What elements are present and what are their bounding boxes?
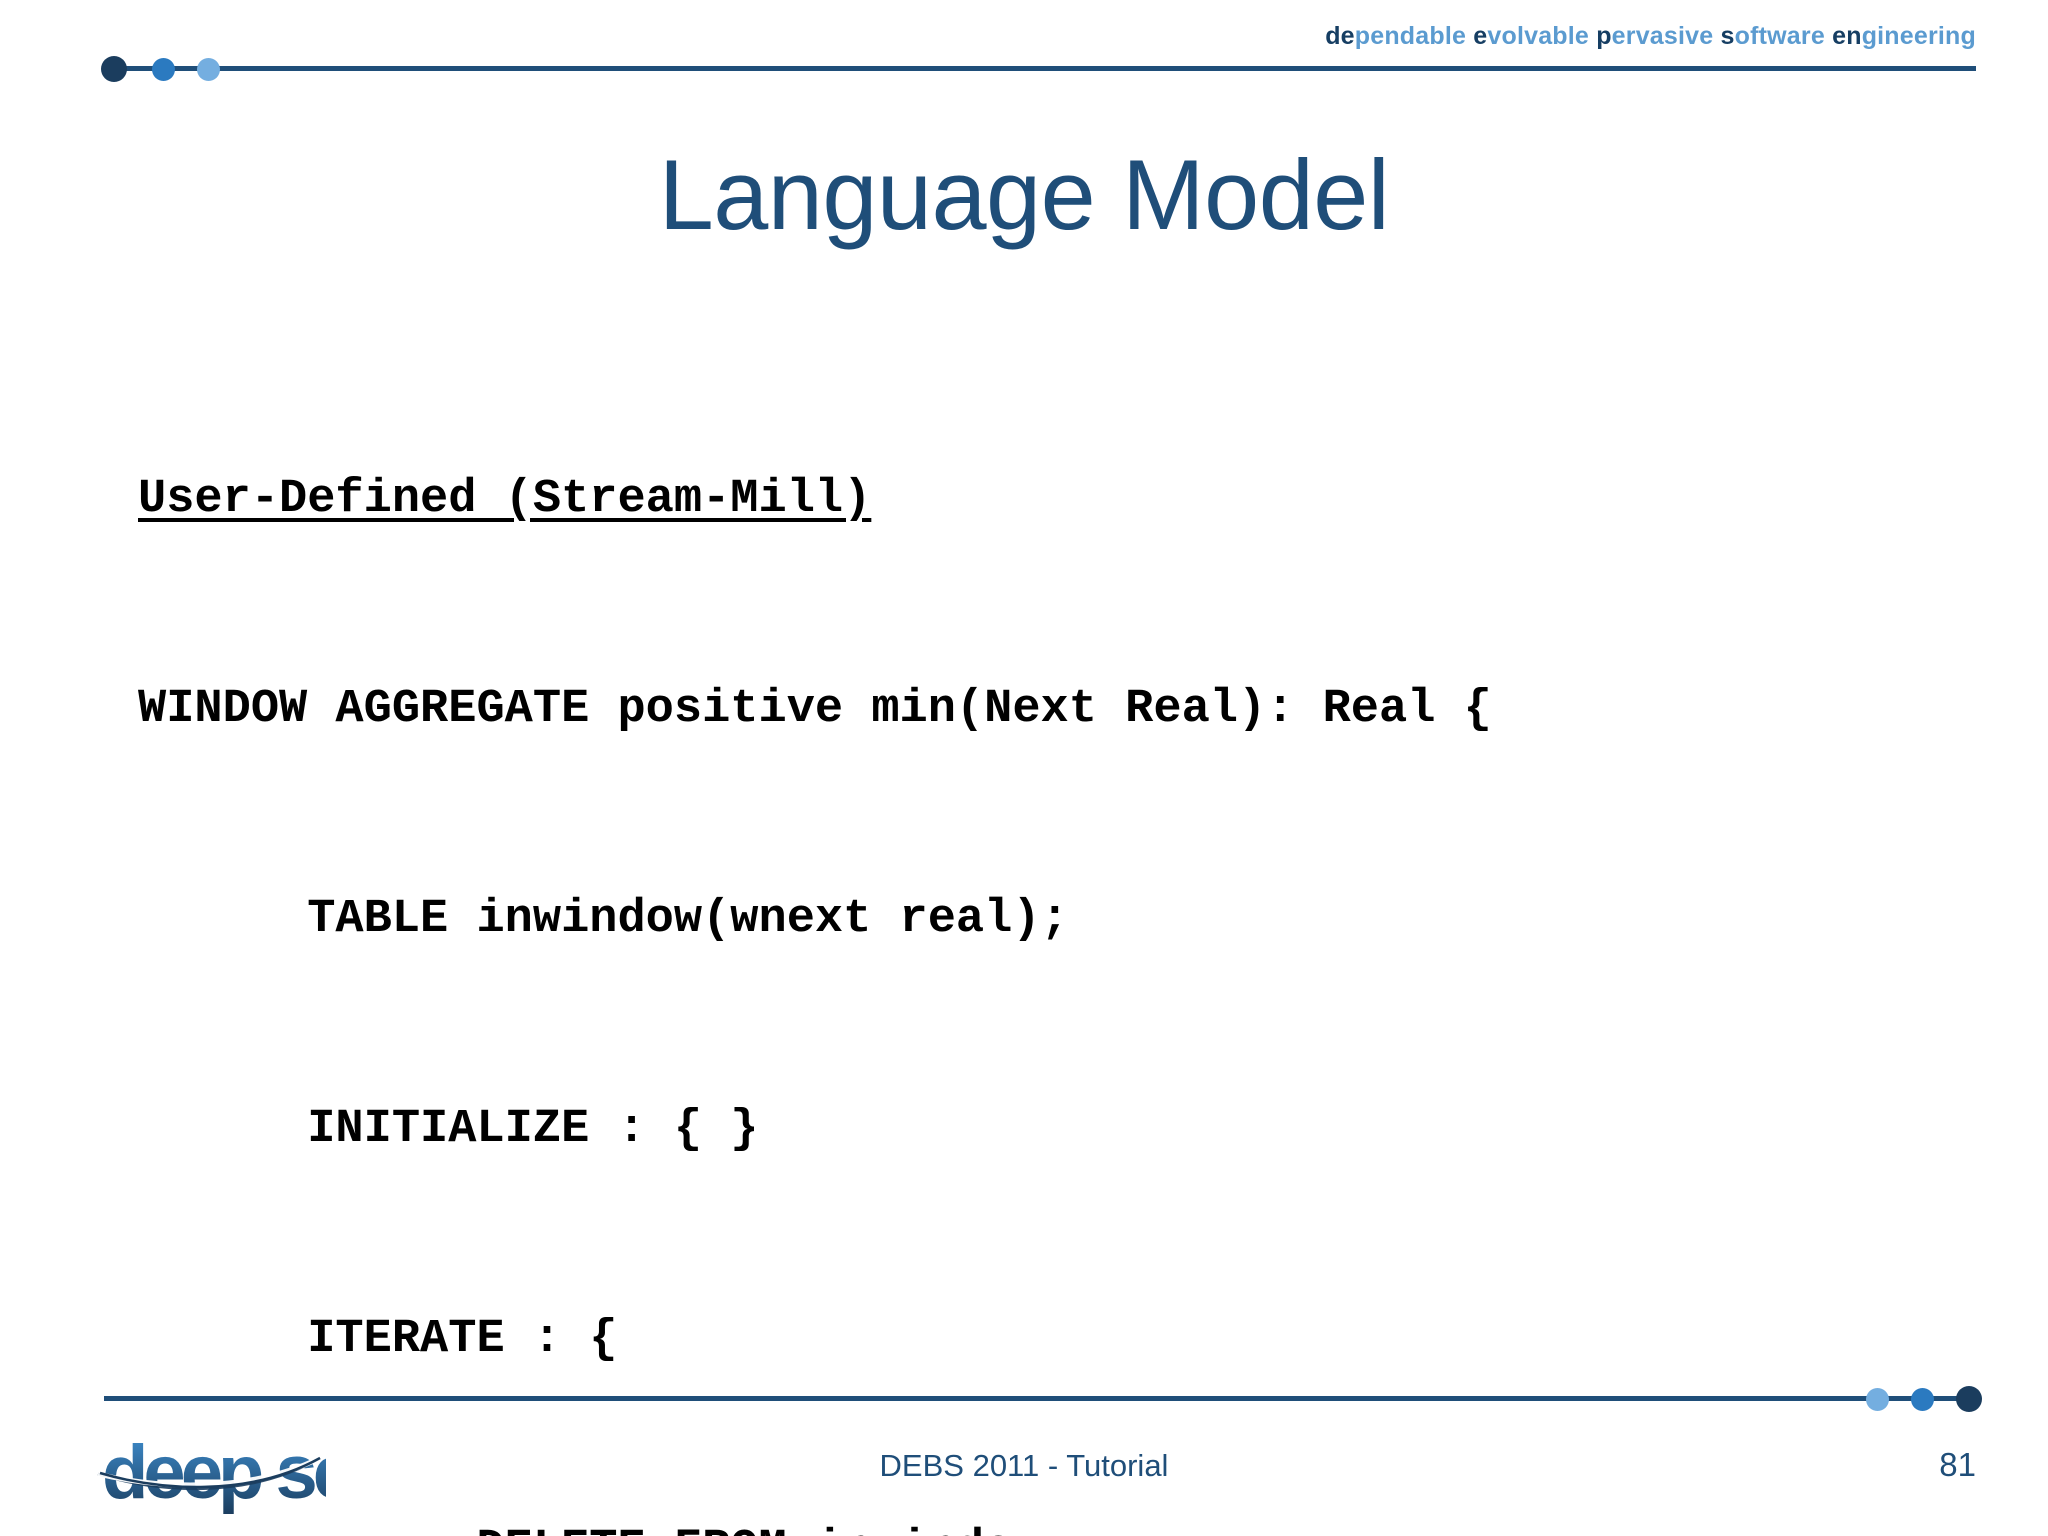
slide-header: dependable evolvable pervasive software … <box>0 0 2048 90</box>
code-line-3: INITIALIZE : { } <box>138 1103 759 1156</box>
code-heading: User-Defined (Stream-Mill) <box>138 473 872 526</box>
code-listing: User-Defined (Stream-Mill) WINDOW AGGREG… <box>138 325 1492 1536</box>
footer-medium-blue-dot-icon <box>1911 1388 1934 1411</box>
tagline-word-4: software <box>1721 22 1825 51</box>
dark-blue-dot-icon <box>101 56 127 82</box>
code-line-4: ITERATE : { <box>138 1313 618 1366</box>
tagline-word-3-lead: p <box>1596 22 1612 50</box>
code-line-1: WINDOW AGGREGATE positive min(Next Real)… <box>138 683 1492 736</box>
tagline-word-4-rest: oftware <box>1734 22 1825 50</box>
tagline-word-2-rest: volvable <box>1487 22 1590 50</box>
header-tagline: dependable evolvable pervasive software … <box>1325 22 1976 51</box>
medium-blue-dot-icon <box>152 58 175 81</box>
footer-light-blue-dot-icon <box>1866 1388 1889 1411</box>
page-title: Language Model <box>658 139 1390 250</box>
tagline-word-1: dependable <box>1325 22 1466 51</box>
footer-divider-line <box>104 1396 1976 1401</box>
code-line-2: TABLE inwindow(wnext real); <box>138 893 1069 946</box>
tagline-word-4-lead: s <box>1720 22 1735 50</box>
tagline-word-2-lead: e <box>1473 22 1488 50</box>
tagline-word-3-rest: ervasive <box>1611 22 1714 50</box>
tagline-word-5-lead: en <box>1832 22 1862 50</box>
light-blue-dot-icon <box>197 58 220 81</box>
footer-dark-blue-dot-icon <box>1956 1386 1982 1412</box>
tagline-word-2: evolvable <box>1473 22 1589 51</box>
deepse-logo: deep se <box>96 1422 326 1514</box>
footer-event-label: DEBS 2011 - Tutorial <box>879 1448 1169 1483</box>
tagline-word-1-rest: pendable <box>1354 22 1467 50</box>
header-divider-line <box>104 66 1976 71</box>
tagline-word-5: engineering <box>1832 22 1976 51</box>
page-number: 81 <box>1939 1446 1976 1483</box>
tagline-word-3: pervasive <box>1596 22 1713 51</box>
tagline-word-1-lead: de <box>1325 22 1355 50</box>
code-line-5: DELETE FROM inwindow <box>138 1515 1492 1536</box>
tagline-word-5-rest: gineering <box>1861 22 1976 50</box>
